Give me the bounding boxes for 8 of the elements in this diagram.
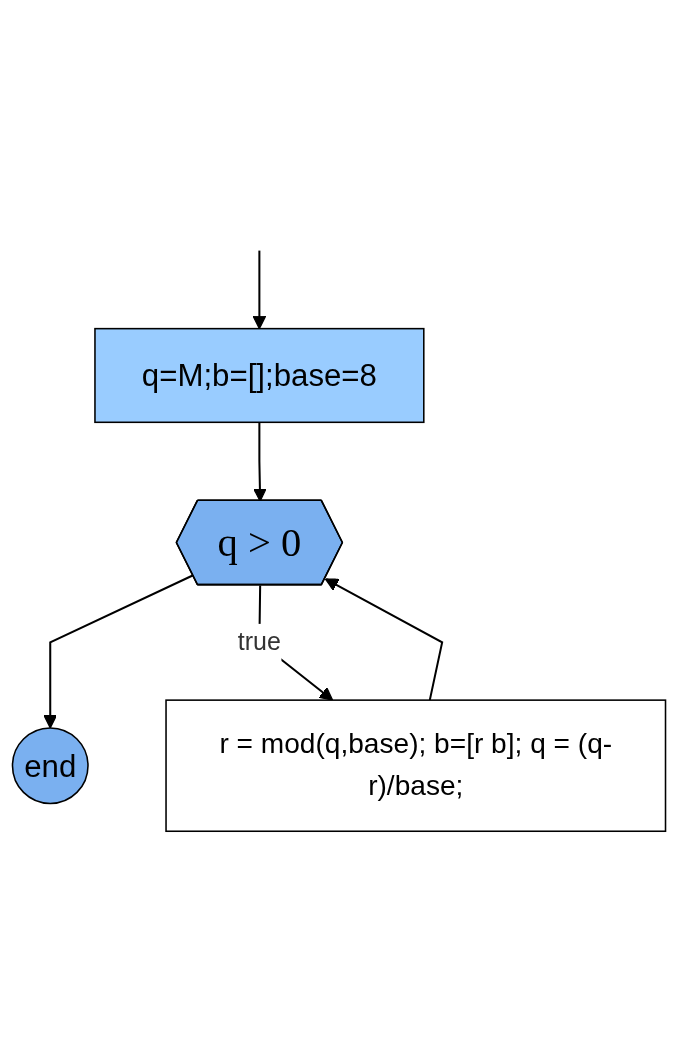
arrow bbox=[252, 250, 267, 330]
arrow bbox=[253, 422, 267, 502]
edge-label: true bbox=[237, 628, 281, 655]
node-box: r = mod(q,base); b=[r b]; q = (q-r)/base; bbox=[165, 699, 667, 833]
node-circle: end bbox=[11, 727, 89, 805]
node-box: q=M;b=[];base=8 bbox=[94, 327, 425, 424]
arrow bbox=[324, 578, 444, 701]
arrow bbox=[43, 574, 194, 729]
